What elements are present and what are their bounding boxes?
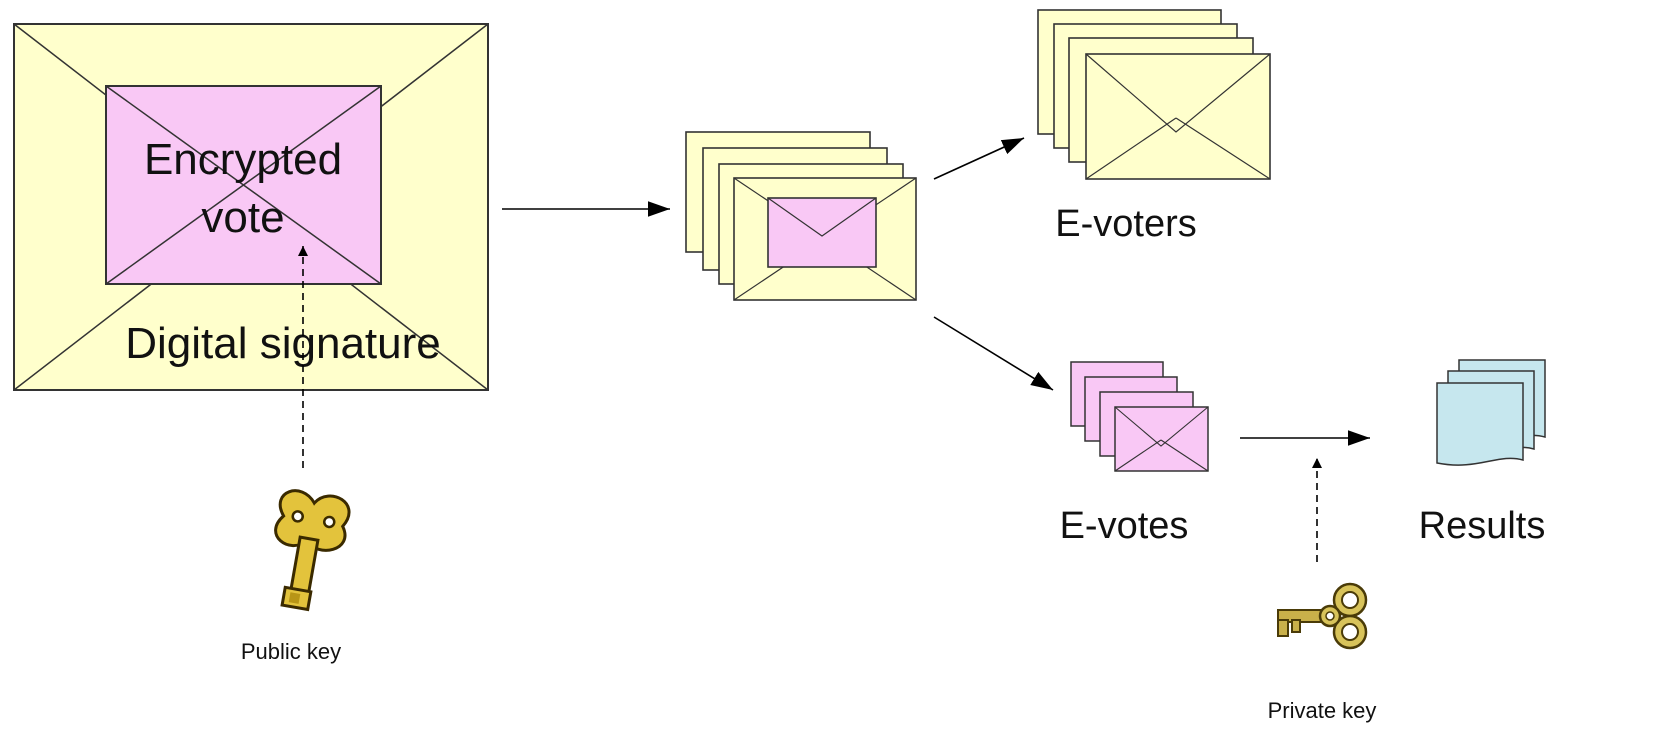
signed-envelope-stack [685, 131, 917, 301]
private-key-label: Private key [1268, 698, 1377, 723]
public-key-label: Public key [241, 639, 341, 664]
encrypted-vote-label-line1: Encrypted [144, 135, 342, 184]
stack-envelope-front [733, 177, 917, 301]
arrow-to-evotes [933, 316, 1054, 391]
evotes-envelope-stack [1070, 361, 1209, 472]
document-stack-icon [1436, 359, 1546, 466]
signed-envelope: Encrypted vote Digital signature [13, 23, 489, 391]
encrypted-vote-label-line2: vote [201, 193, 284, 242]
encrypted-vote-envelope [105, 85, 382, 285]
evotes-label: E-votes [1060, 505, 1189, 547]
evoters-label: E-voters [1055, 203, 1196, 245]
wind-up-key-icon [274, 489, 351, 612]
evoters-envelope-stack [1037, 9, 1271, 180]
ornate-key-icon [1277, 582, 1368, 650]
arrow-to-evoters [933, 137, 1025, 180]
results-label: Results [1419, 505, 1546, 547]
digital-signature-label: Digital signature [125, 319, 441, 368]
